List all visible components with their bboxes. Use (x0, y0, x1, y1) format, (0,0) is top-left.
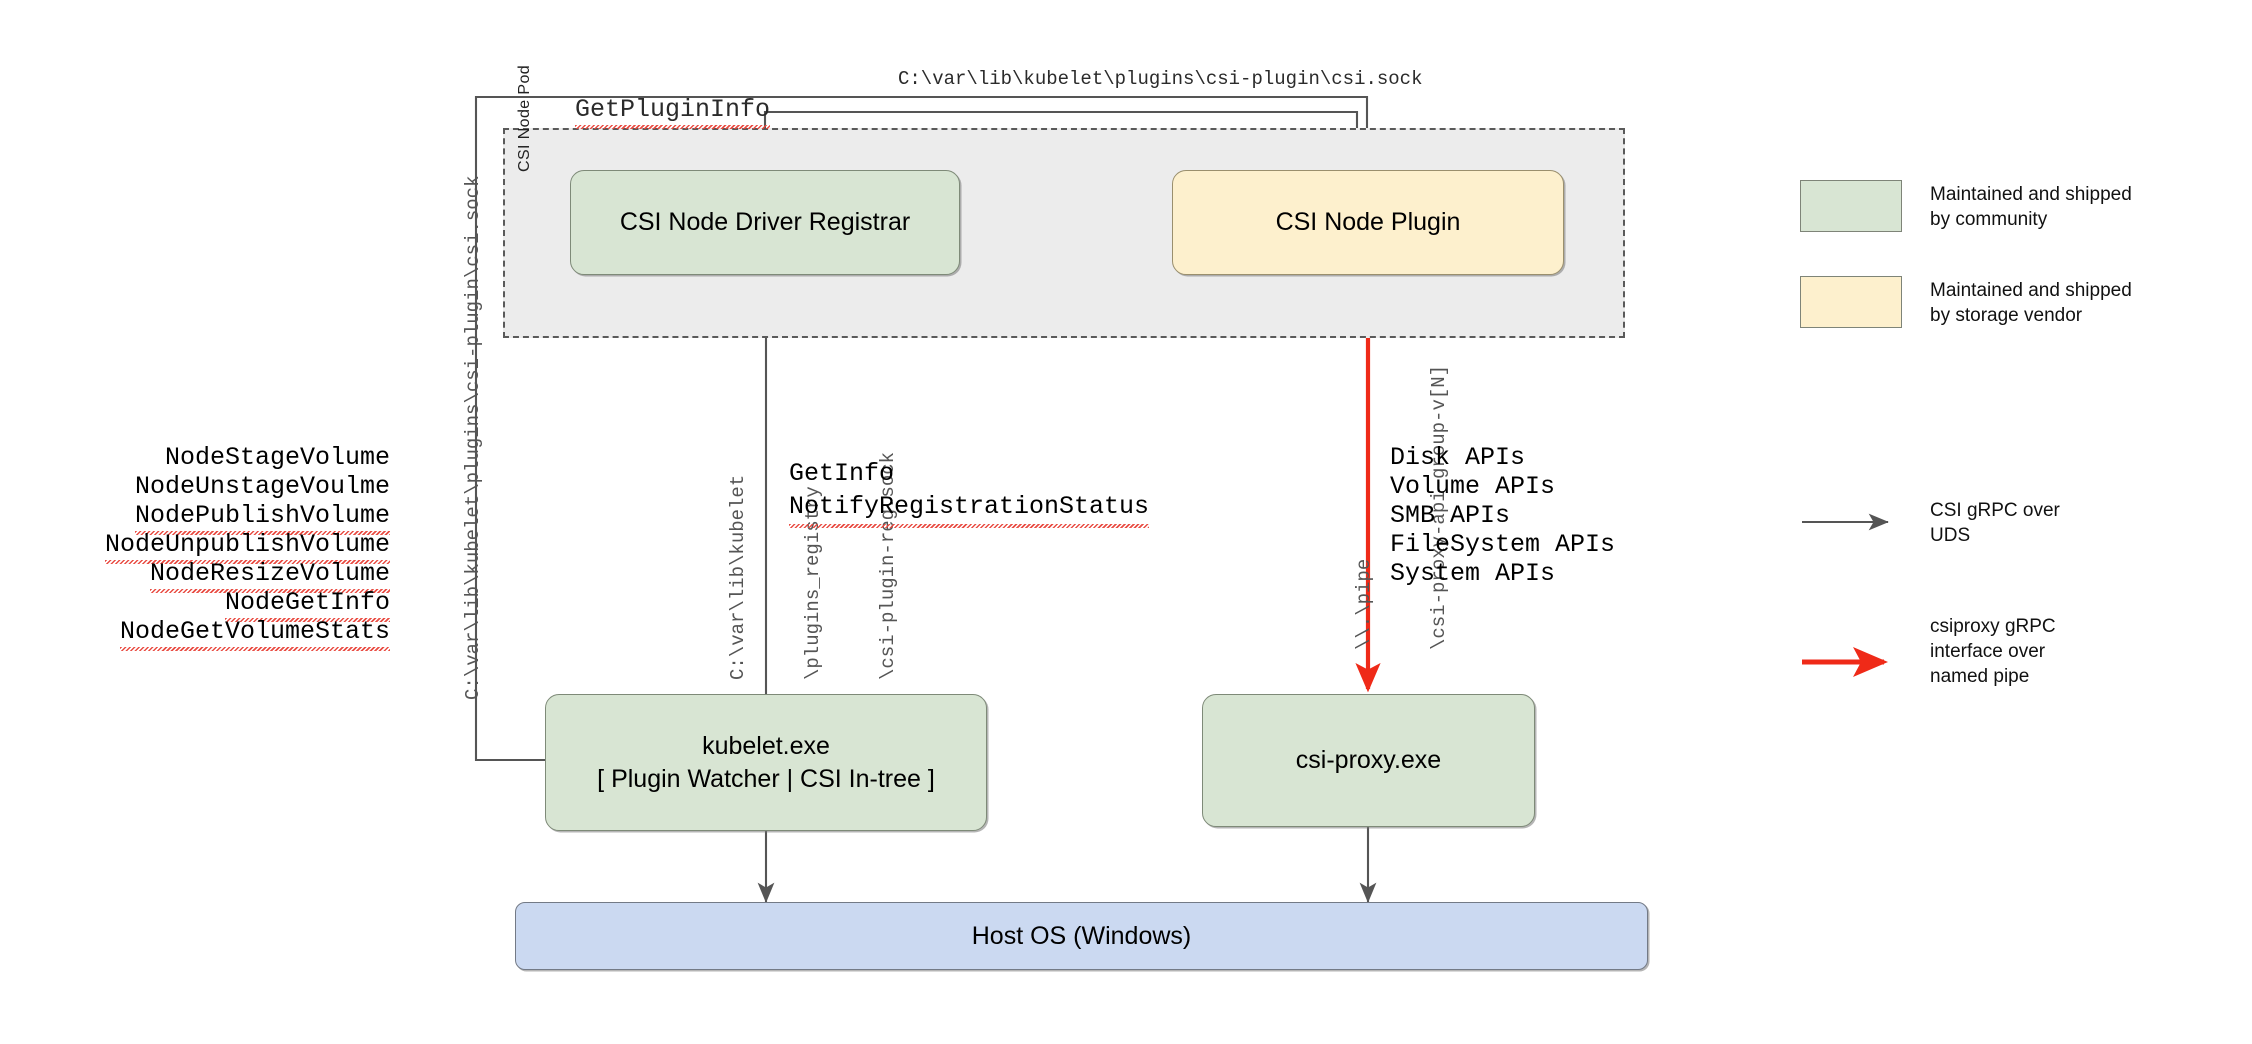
proxy-api-group: Disk APIs (1390, 443, 1526, 472)
legend-label: csiproxy gRPC interface over named pipe (1930, 616, 2056, 687)
node-service-call: NodeGetInfo (224, 588, 391, 622)
node-service-call: NodeResizeVolume (149, 559, 391, 593)
annotation-registration-calls: GetInfo NotifyRegistrationStatus (789, 457, 1150, 528)
legend-swatch-green (1800, 180, 1902, 232)
registration-call: NotifyRegistrationStatus (789, 492, 1150, 528)
legend-label: CSI gRPC over UDS (1930, 500, 2060, 546)
node-label-primary: kubelet.exe (702, 731, 830, 760)
node-csi-proxy-exe[interactable]: csi-proxy.exe (1202, 694, 1535, 827)
node-service-call: NodeGetVolumeStats (119, 617, 391, 651)
legend-swatch-yellow (1800, 276, 1902, 328)
node-csi-node-plugin[interactable]: CSI Node Plugin (1172, 170, 1564, 275)
node-service-call: NodeUnpublishVolume (104, 530, 391, 564)
node-label-secondary: [ Plugin Watcher | CSI In-tree ] (597, 764, 935, 793)
annotation-proxy-api-groups: Disk APIs Volume APIs SMB APIs FileSyste… (1390, 443, 1615, 588)
legend-item-csi-grpc-uds: CSI gRPC over UDS (1800, 496, 2060, 548)
legend-label: Maintained and shipped by community (1930, 184, 2132, 230)
proxy-api-group: FileSystem APIs (1390, 530, 1616, 559)
annotation-csi-sock-path-left: C:\var\lib\kubelet\plugins\csi-plugin\cs… (462, 175, 484, 701)
node-service-call: NodeUnstageVoulme (134, 472, 390, 501)
node-label: Host OS (Windows) (971, 921, 1192, 950)
legend-item-community: Maintained and shipped by community (1800, 180, 2132, 232)
node-label: csi-proxy.exe (1295, 746, 1442, 774)
node-service-call: NodePublishVolume (134, 501, 391, 535)
annotation-csi-sock-path-top: C:\var\lib\kubelet\plugins\csi-plugin\cs… (898, 68, 1423, 90)
node-service-call: NodeStageVolume (164, 443, 390, 472)
proxy-api-group: Volume APIs (1390, 472, 1556, 501)
legend-item-csiproxy-named-pipe: csiproxy gRPC interface over named pipe (1800, 612, 2056, 689)
registry-path-line: C:\var\lib\kubelet (727, 474, 749, 680)
legend-arrow-gray-icon (1800, 496, 1902, 548)
named-pipe-line: \\.\pipe (1353, 558, 1375, 650)
node-csi-node-driver-registrar[interactable]: CSI Node Driver Registrar (570, 170, 960, 275)
annotation-getplugininfo-wrap: GetPluginInfo (515, 66, 771, 153)
annotation-getplugininfo: GetPluginInfo (575, 95, 771, 129)
proxy-api-group: SMB APIs (1390, 501, 1511, 530)
node-kubelet-exe[interactable]: kubelet.exe [ Plugin Watcher | CSI In-tr… (545, 694, 987, 831)
node-label: CSI Node Plugin (1275, 208, 1461, 236)
proxy-api-group: System APIs (1390, 559, 1556, 588)
registration-call: GetInfo (789, 459, 895, 488)
legend-item-storage-vendor: Maintained and shipped by storage vendor (1800, 276, 2132, 328)
legend-label: Maintained and shipped by storage vendor (1930, 280, 2132, 326)
node-label: CSI Node Driver Registrar (619, 208, 911, 236)
node-host-os[interactable]: Host OS (Windows) (515, 902, 1648, 970)
legend-arrow-red-icon (1800, 636, 1902, 688)
annotation-node-service-calls: NodeStageVolume NodeUnstageVoulme NodePu… (100, 443, 391, 651)
